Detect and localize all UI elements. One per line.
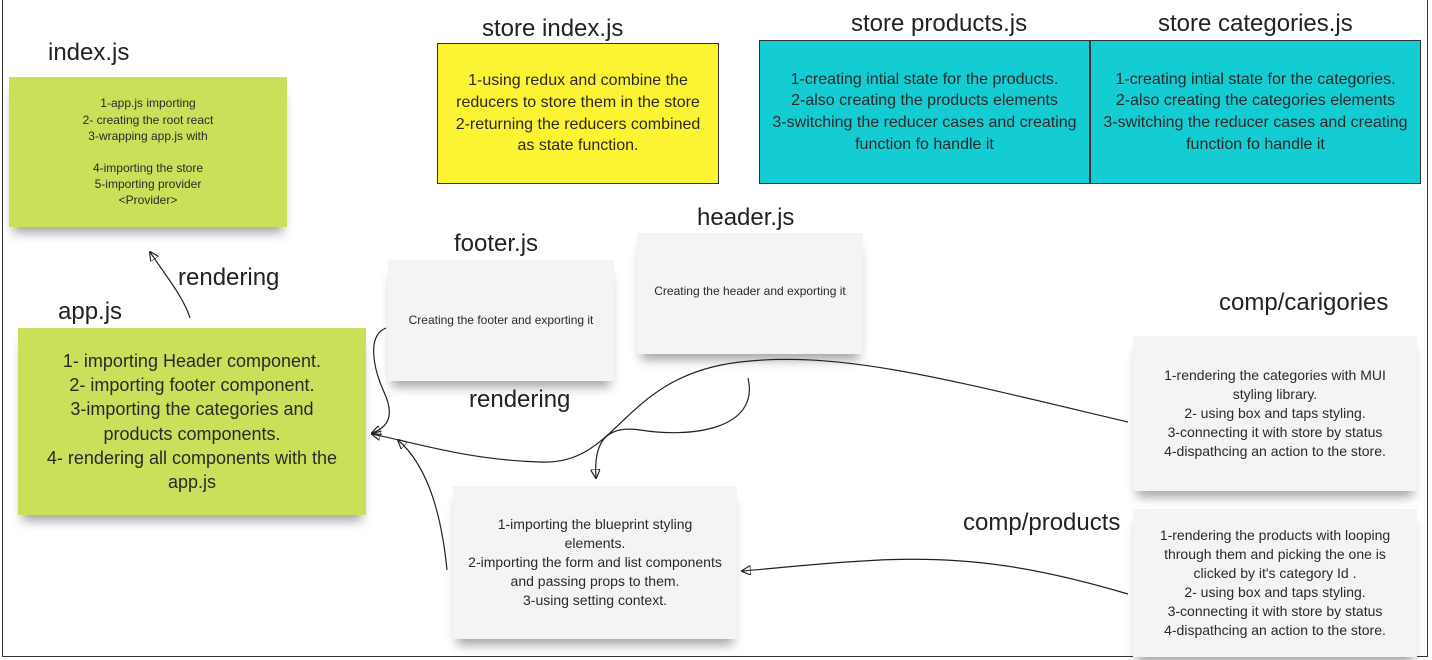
connector-header-to-main (596, 377, 750, 478)
connector-main-to-app (398, 440, 448, 571)
note-store-index-text: 1-using redux and combine the reducers t… (455, 72, 701, 155)
title-comp-categories: comp/carigories (1219, 289, 1389, 316)
note-comp-categories[interactable]: 1-rendering the categories with MUI styl… (1133, 336, 1417, 491)
title-comp-products: comp/products (963, 509, 1121, 536)
note-app[interactable]: 1- importing Header component. 2- import… (18, 328, 366, 515)
note-comp-products-text: 1-rendering the products with looping th… (1159, 527, 1391, 638)
connector-categories-to-app (372, 358, 1129, 463)
connector-footer-to-app (372, 327, 390, 433)
rendering-label-top: rendering (178, 264, 280, 291)
title-store-products: store products.js (851, 10, 1028, 37)
note-app-text: 1- importing Header component. 2- import… (46, 350, 338, 493)
title-index: index.js (48, 39, 130, 66)
title-footer: footer.js (454, 230, 539, 257)
title-header: header.js (697, 204, 795, 231)
note-footer-text: Creating the footer and exporting it (408, 313, 594, 328)
note-index-text: 1-app.js importing 2- creating the root … (82, 96, 214, 208)
note-index[interactable]: 1-app.js importing 2- creating the root … (9, 77, 287, 227)
title-app: app.js (58, 298, 123, 325)
note-store-categories[interactable]: 1-creating intial state for the categori… (1090, 40, 1421, 184)
note-header-text: Creating the header and exporting it (654, 284, 846, 298)
note-header[interactable]: Creating the header and exporting it (637, 233, 863, 354)
note-comp-categories-text: 1-rendering the categories with MUI styl… (1164, 367, 1386, 459)
note-main-text: 1-importing the blueprint styling elemen… (468, 516, 722, 608)
note-footer[interactable]: Creating the footer and exporting it (388, 260, 614, 381)
note-main[interactable]: 1-importing the blueprint styling elemen… (453, 486, 737, 639)
title-store-index: store index.js (482, 15, 624, 42)
connector-app-to-index (150, 252, 191, 319)
connector-products-to-main (742, 558, 1129, 595)
note-store-categories-text: 1-creating intial state for the categori… (1103, 70, 1408, 153)
note-comp-products[interactable]: 1-rendering the products with looping th… (1133, 509, 1417, 657)
rendering-label-mid: rendering (469, 386, 571, 413)
note-store-products[interactable]: 1-creating intial state for the products… (759, 40, 1090, 184)
note-store-products-text: 1-creating intial state for the products… (772, 70, 1077, 153)
title-store-categories: store categories.js (1158, 10, 1353, 37)
note-store-index[interactable]: 1-using redux and combine the reducers t… (437, 43, 719, 184)
